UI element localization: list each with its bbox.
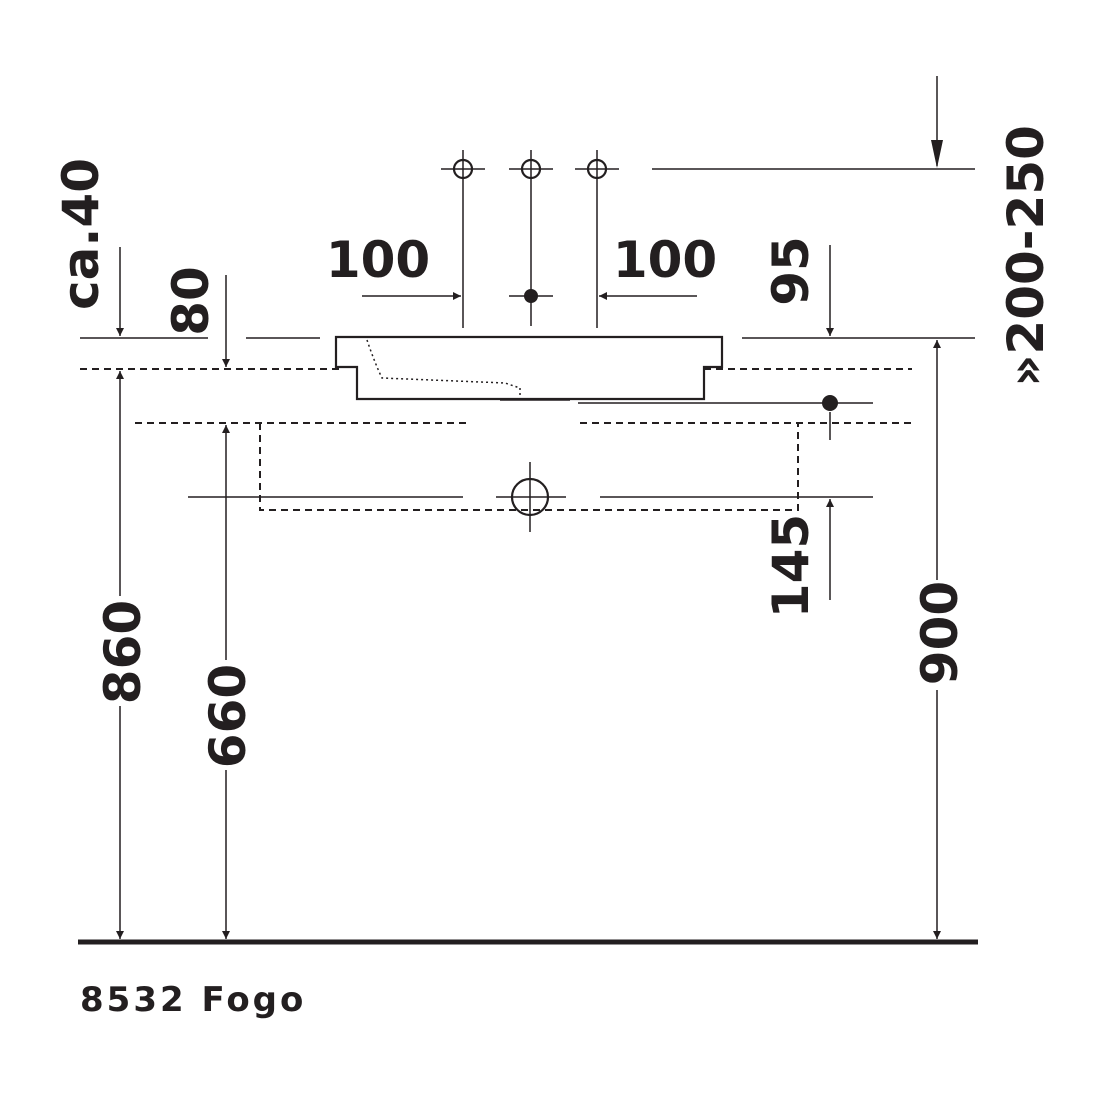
label-80: 80	[162, 266, 220, 336]
siphon-outline	[135, 422, 912, 511]
label-100-left: 100	[326, 231, 430, 289]
drain-outlet	[496, 462, 566, 532]
tap-hole-right	[575, 150, 619, 328]
tap-hole-left	[441, 150, 485, 328]
label-200-250: »200-250	[997, 125, 1055, 387]
label-900: 900	[911, 581, 969, 685]
basin	[334, 335, 724, 401]
label-ca40: ca.40	[52, 158, 110, 310]
label-660: 660	[199, 664, 257, 768]
label-95: 95	[762, 236, 820, 306]
waste-point-dot	[822, 395, 838, 411]
label-145: 145	[762, 514, 820, 618]
label-860: 860	[94, 600, 152, 704]
tap-height-arrowhead	[931, 140, 943, 168]
model-caption: 8532 Fogo	[80, 980, 306, 1020]
label-100-right: 100	[613, 231, 717, 289]
